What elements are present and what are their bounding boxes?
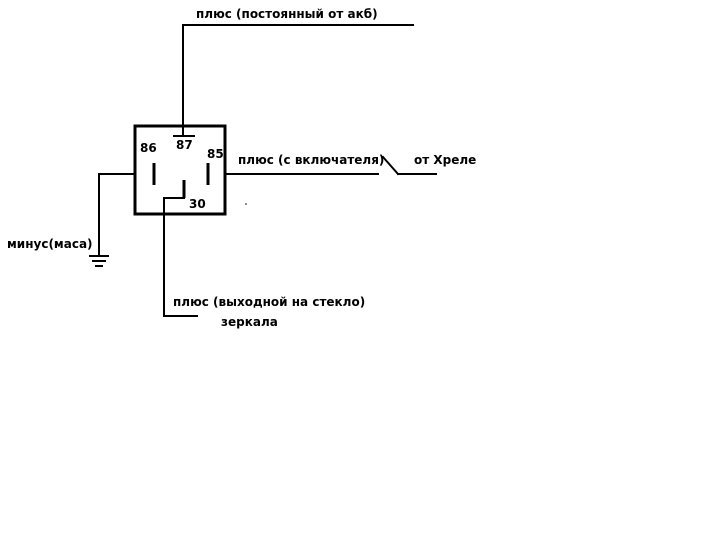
label-plus-output-line1: плюс (выходной на стекло) xyxy=(173,295,365,309)
switch-plus-wire xyxy=(224,155,437,176)
stray-dot xyxy=(245,203,247,205)
battery-plus-wire xyxy=(182,24,414,136)
pin-30-label: 30 xyxy=(189,197,206,211)
output-plus-wire xyxy=(163,197,198,317)
label-plus-battery: плюс (постоянный от акб) xyxy=(196,7,378,21)
ground-wire xyxy=(98,173,136,257)
relay-body xyxy=(133,124,227,216)
pin-86-label: 86 xyxy=(140,141,157,155)
pin-87-label: 87 xyxy=(176,138,193,152)
pin-85-label: 85 xyxy=(207,147,224,161)
switch-blade-icon xyxy=(381,155,400,176)
label-plus-switch: плюс (с включателя) xyxy=(238,153,384,167)
ground-symbol-icon xyxy=(89,255,109,267)
label-minus-ground: минус(маса) xyxy=(7,237,93,251)
label-from-relay: от Хреле xyxy=(414,153,476,167)
label-plus-output-line2: зеркала xyxy=(221,315,278,329)
